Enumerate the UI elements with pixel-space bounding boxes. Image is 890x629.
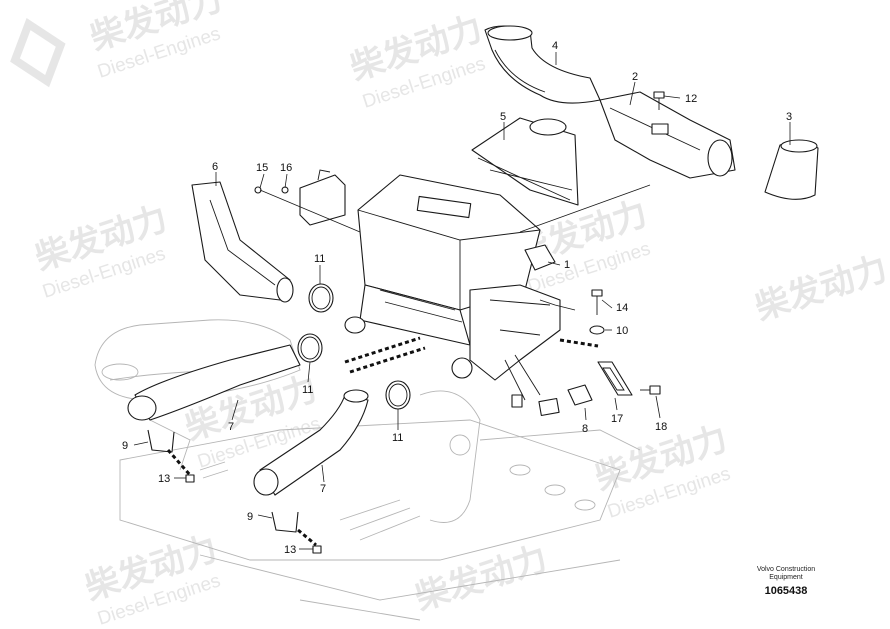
- callout-7: 7: [320, 483, 326, 495]
- watermark-brand-cn: 柴发动力: [410, 538, 552, 618]
- callout-11: 11: [392, 432, 403, 444]
- callout-16: 16: [280, 162, 292, 174]
- callout-11: 11: [314, 253, 325, 265]
- vendor-block: Volvo Construction Equipment 1065438: [757, 566, 815, 597]
- watermark-brand-cn: 柴发动力: [750, 248, 890, 328]
- document-number: 1065438: [765, 585, 808, 597]
- mounting-bracket[interactable]: [299, 169, 346, 226]
- part-3-nozzle[interactable]: [764, 139, 819, 200]
- callout-3: 3: [786, 111, 792, 123]
- callout-4: 4: [552, 40, 558, 52]
- part-7-hose-upper[interactable]: [127, 344, 301, 421]
- watermark-logo-icon: [10, 17, 66, 88]
- callout-5: 5: [500, 111, 506, 123]
- vendor-subname: Equipment: [769, 574, 803, 581]
- part-11-clamp[interactable]: [297, 333, 323, 363]
- callout-10: 10: [616, 325, 628, 337]
- part-10-washer[interactable]: [589, 325, 605, 335]
- routing-lines: [166, 336, 599, 547]
- callout-17: 17: [611, 413, 623, 425]
- part-1-heater-unit[interactable]: [344, 174, 576, 408]
- callout-9: 9: [122, 440, 128, 452]
- callout-2: 2: [632, 71, 638, 83]
- callout-1: 1: [564, 259, 570, 271]
- callout-7: 7: [228, 421, 234, 433]
- callout-15: 15: [256, 162, 268, 174]
- part-4-air-duct[interactable]: [484, 25, 601, 104]
- part-9-bracket[interactable]: [147, 429, 175, 453]
- callout-6: 6: [212, 161, 218, 173]
- part-17-gasket[interactable]: [597, 361, 633, 396]
- part-5-outlet-duct[interactable]: [471, 117, 579, 206]
- part-14-bolt[interactable]: [591, 289, 603, 315]
- callout-18: 18: [655, 421, 667, 433]
- callout-12: 12: [685, 93, 697, 105]
- part-8-connector[interactable]: [538, 384, 593, 417]
- part-12-bolt[interactable]: [653, 91, 665, 110]
- part-7-hose-lower[interactable]: [253, 389, 369, 496]
- callout-8: 8: [582, 423, 588, 435]
- callout-13: 13: [284, 544, 296, 556]
- vendor-name: Volvo Construction: [757, 566, 815, 573]
- callout-14: 14: [616, 302, 628, 314]
- part-18-screw[interactable]: [640, 385, 661, 395]
- callout-9: 9: [247, 511, 253, 523]
- part-13-screw[interactable]: [185, 474, 195, 483]
- part-11-clamp[interactable]: [308, 283, 334, 313]
- part-2-air-duct[interactable]: [599, 91, 736, 179]
- callout-labels: 1 2 3 4 5 6 7 7 8 9 9 10 11 11 11 12 13 …: [122, 40, 792, 556]
- leader-lines: [133, 52, 791, 550]
- part-11-clamp[interactable]: [385, 380, 411, 410]
- part-6-side-duct[interactable]: [191, 181, 294, 303]
- part-13-screw[interactable]: [312, 545, 322, 554]
- callout-13: 13: [158, 473, 170, 485]
- part-9-bracket[interactable]: [271, 511, 299, 533]
- callout-11: 11: [302, 384, 313, 396]
